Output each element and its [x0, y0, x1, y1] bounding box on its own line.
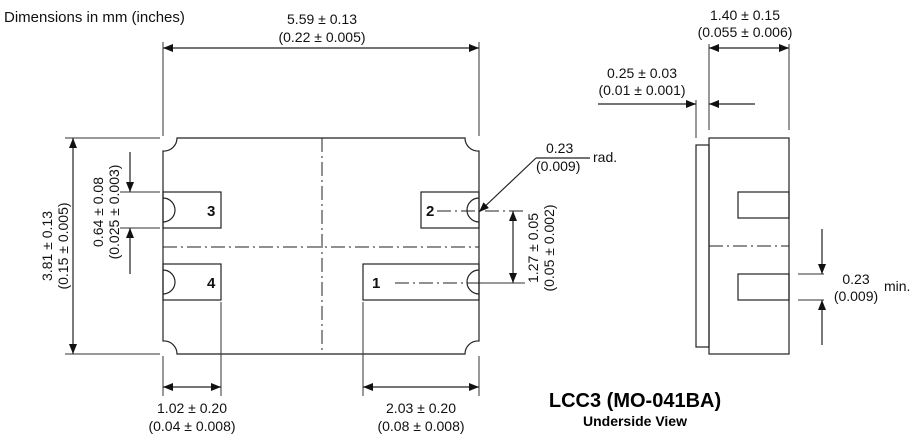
svg-text:(0.009): (0.009)	[536, 158, 580, 174]
svg-text:(0.009): (0.009)	[834, 288, 878, 304]
dimension-pitch: 1.27 ± 0.05 (0.05 ± 0.002)	[509, 204, 557, 292]
svg-text:(0.01 ± 0.001): (0.01 ± 0.001)	[598, 82, 685, 98]
svg-text:(0.055 ± 0.006): (0.055 ± 0.006)	[698, 24, 793, 40]
svg-text:(0.22 ± 0.005): (0.22 ± 0.005)	[278, 29, 365, 45]
dimension-length: 5.59 ± 0.13 (0.22 ± 0.005)	[163, 11, 479, 52]
pin-label-4: 4	[207, 275, 216, 292]
dimension-pad-length-large: 2.03 ± 0.20 (0.08 ± 0.008)	[363, 383, 479, 434]
pad-4: 4	[162, 263, 222, 301]
svg-text:min.: min.	[884, 278, 910, 294]
package-title: LCC3 (MO-041BA)	[549, 390, 721, 412]
dimension-side-gap: 0.23 (0.009) min.	[818, 229, 910, 345]
svg-text:3.81 ± 0.13: 3.81 ± 0.13	[39, 211, 55, 281]
dimension-width: 3.81 ± 0.13 (0.15 ± 0.005)	[39, 138, 77, 354]
svg-text:0.25 ± 0.03: 0.25 ± 0.03	[607, 65, 677, 81]
dimension-radius: 0.23 (0.009) rad.	[478, 140, 617, 213]
svg-text:0.23: 0.23	[842, 271, 869, 287]
pad-3: 3	[162, 191, 222, 229]
svg-text:1.27 ± 0.05: 1.27 ± 0.05	[525, 213, 541, 283]
pin-label-2: 2	[426, 203, 434, 220]
dimension-pad-length-small: 1.02 ± 0.20 (0.04 ± 0.008)	[148, 383, 236, 434]
dimension-height: 1.40 ± 0.15 (0.055 ± 0.006)	[698, 7, 793, 52]
svg-text:5.59 ± 0.13: 5.59 ± 0.13	[287, 11, 357, 27]
pad-1: 1	[362, 263, 480, 301]
svg-text:(0.025 ± 0.003): (0.025 ± 0.003)	[106, 165, 122, 260]
pad-2: 2	[420, 191, 480, 229]
pin-label-1: 1	[372, 275, 380, 292]
svg-text:1.02 ± 0.20: 1.02 ± 0.20	[157, 400, 227, 416]
svg-text:(0.04 ± 0.008): (0.04 ± 0.008)	[148, 418, 235, 434]
svg-text:(0.05 ± 0.002): (0.05 ± 0.002)	[541, 204, 557, 291]
dimension-lid: 0.25 ± 0.03 (0.01 ± 0.001)	[598, 65, 755, 108]
svg-text:1.40 ± 0.15: 1.40 ± 0.15	[710, 7, 780, 23]
svg-text:(0.08 ± 0.008): (0.08 ± 0.008)	[377, 418, 464, 434]
svg-text:(0.15 ± 0.005): (0.15 ± 0.005)	[55, 202, 71, 289]
svg-text:2.03 ± 0.20: 2.03 ± 0.20	[386, 400, 456, 416]
svg-text:0.23: 0.23	[546, 140, 573, 156]
svg-text:rad.: rad.	[593, 149, 617, 165]
units-note: Dimensions in mm (inches)	[4, 9, 185, 26]
view-subtitle: Underside View	[583, 413, 687, 429]
svg-text:0.64 ± 0.08: 0.64 ± 0.08	[90, 177, 106, 247]
package-side-view	[695, 137, 790, 355]
package-body-underside	[162, 137, 480, 355]
dimension-pad-width: 0.64 ± 0.08 (0.025 ± 0.003)	[90, 152, 134, 274]
pin-label-3: 3	[207, 203, 215, 220]
